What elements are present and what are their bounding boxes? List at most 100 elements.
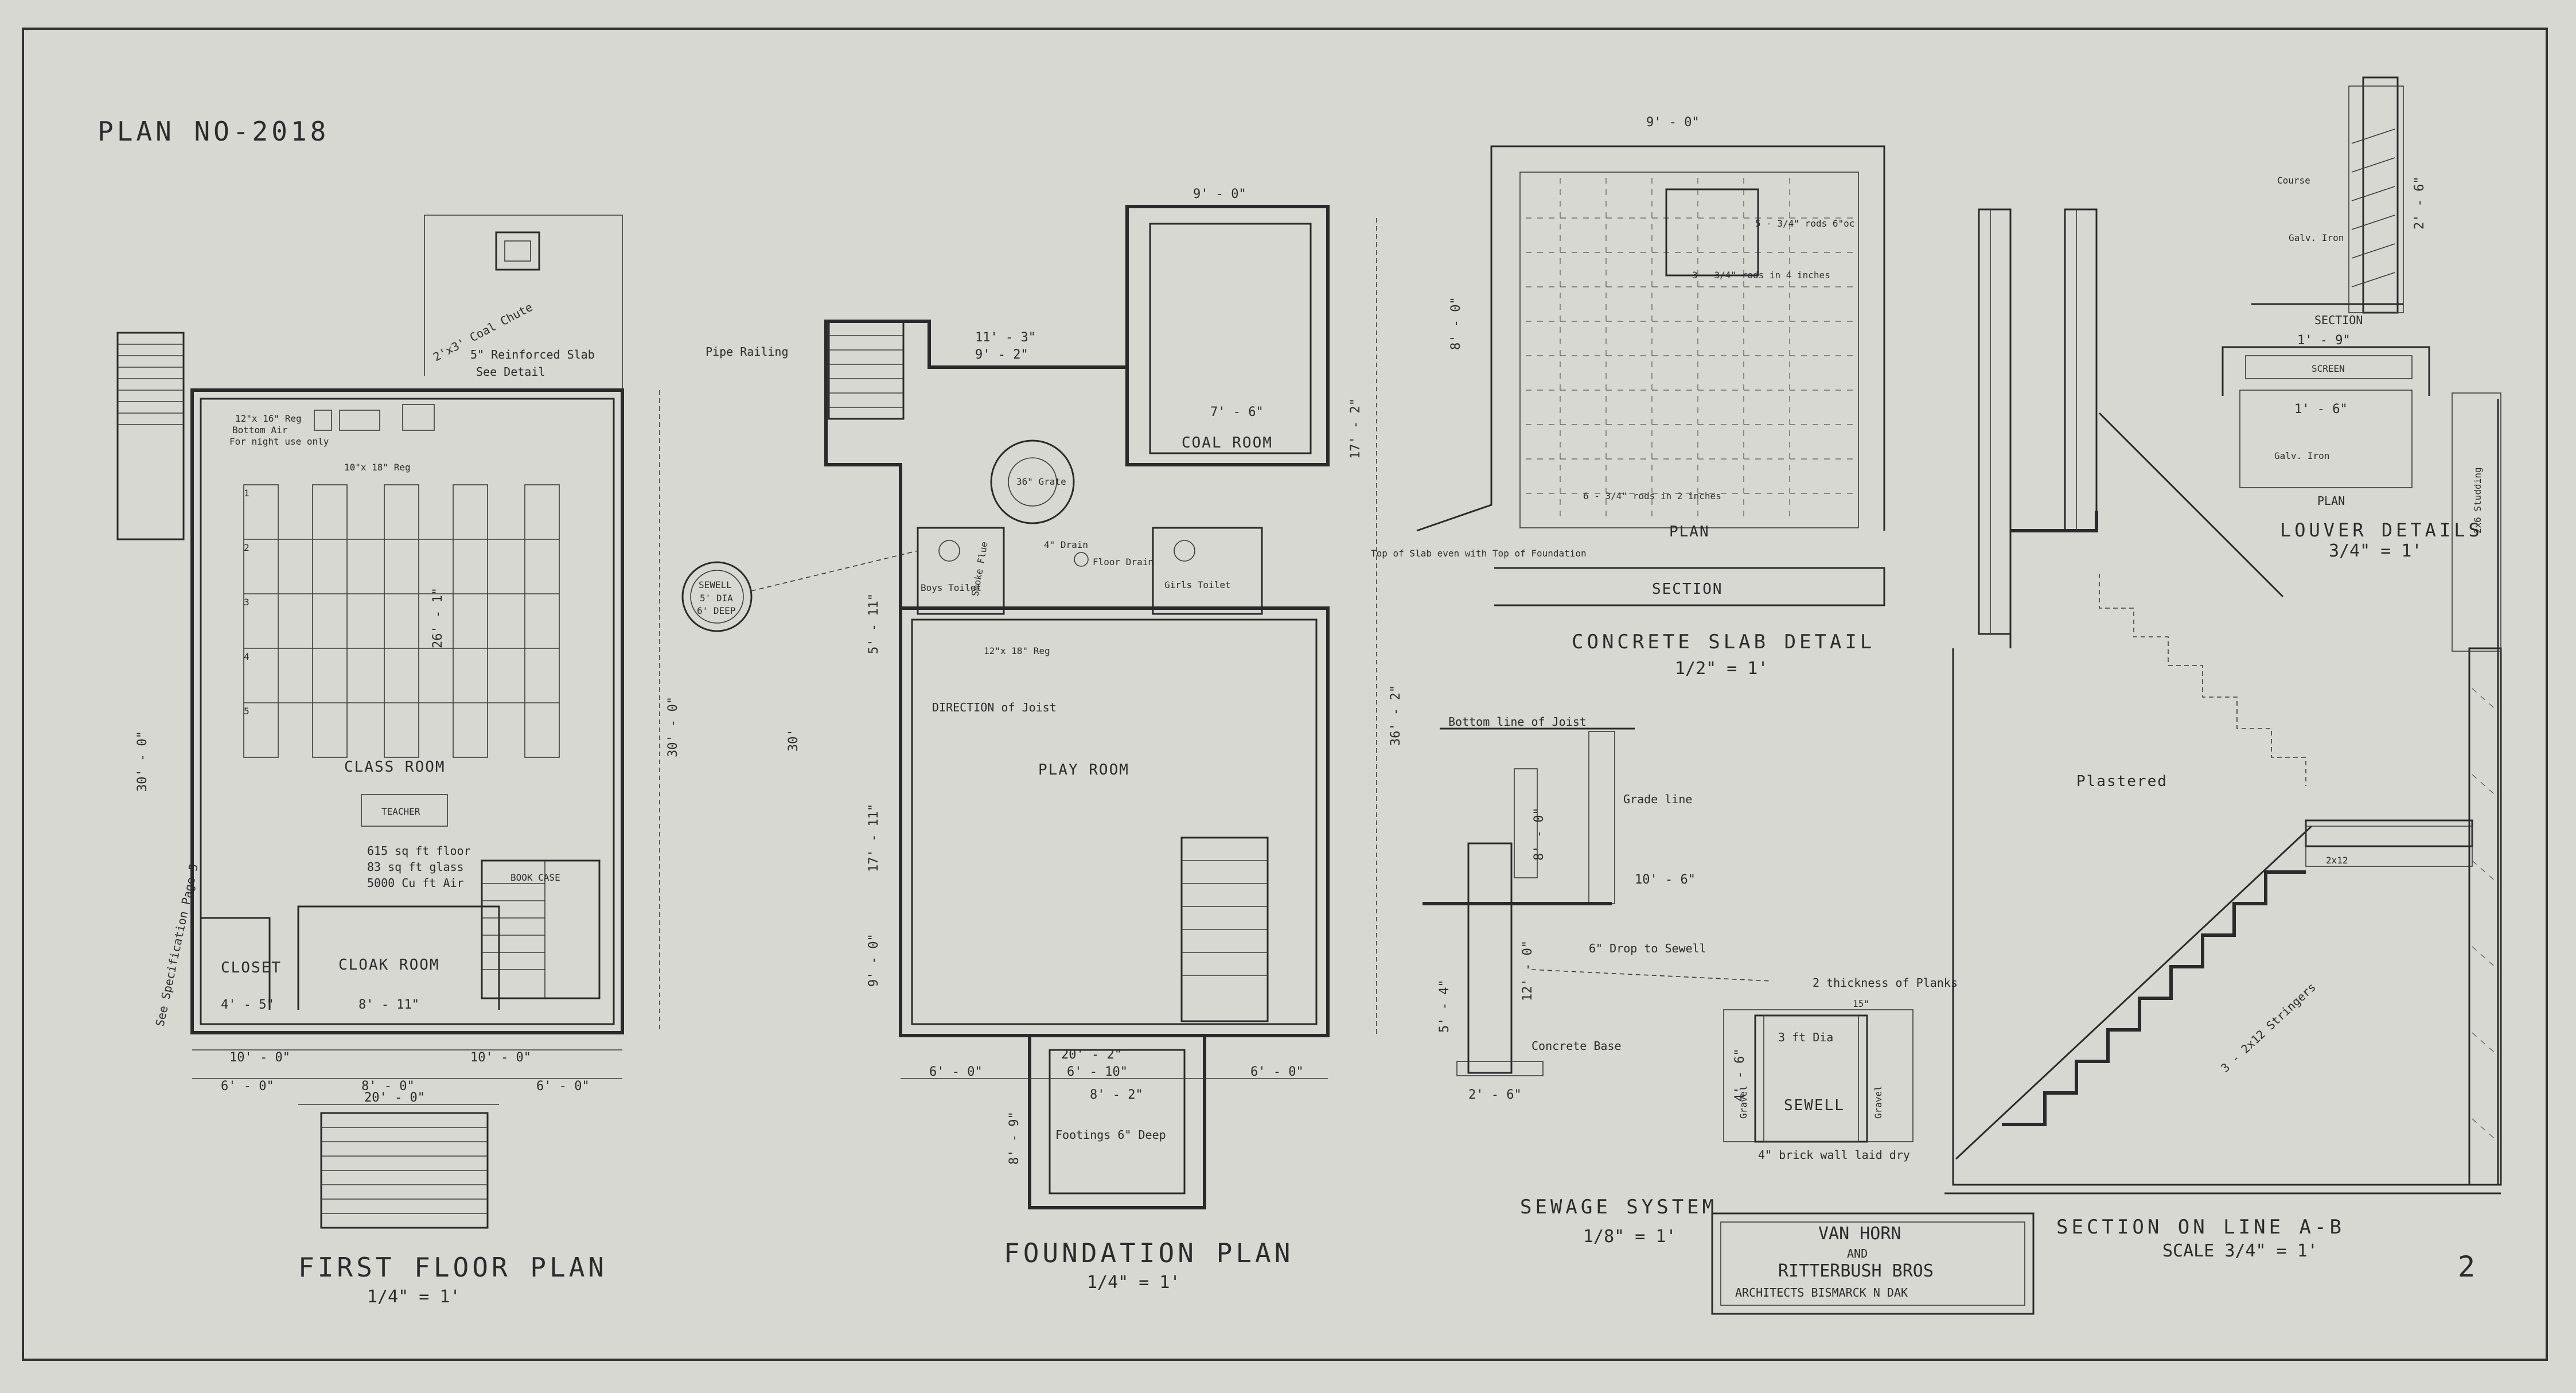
sewage-scale: 1/8" = 1' (1583, 1227, 1677, 1247)
area-line: 615 sq ft floor (367, 844, 471, 858)
dim: 1' - 9" (2297, 333, 2351, 348)
sewage-system: Bottom line of Joist Grade line 6" Drop … (1423, 715, 1958, 1247)
coal-room-wall (1125, 205, 1330, 466)
dim: 9' - 0" (1193, 187, 1246, 201)
louver-scale: 3/4" = 1' (2329, 541, 2422, 561)
reg-label: 12"x 18" Reg (984, 645, 1050, 656)
dim: 10' - 0" (470, 1050, 531, 1065)
dim: 4' - 6" (1733, 1048, 1747, 1102)
dim: 30' (786, 729, 801, 752)
class-room-label: CLASS ROOM (344, 758, 446, 776)
play-room-label: PLAY ROOM (1038, 761, 1129, 779)
interior-stair (481, 859, 601, 999)
register-2: 10"x 18" Reg (344, 462, 411, 473)
cloak-room-label: CLOAK ROOM (338, 956, 440, 974)
boys-toilet-label: Boys Toilet (921, 582, 981, 593)
louver-title: LOUVER DETAILS (2280, 519, 2483, 541)
exterior-stair (116, 332, 185, 540)
screen-label: SCREEN (2312, 363, 2345, 374)
slab-scale: 1/2" = 1' (1675, 659, 1768, 679)
book-case-label: BOOK CASE (510, 872, 560, 883)
dim: 2' - 6" (1468, 1088, 1522, 1102)
dim: 6' - 0" (1250, 1065, 1304, 1079)
drain-label: 4" Drain (1044, 539, 1088, 550)
louver-details: Course Galv. Iron 2' - 6" SECTION 1' - 9… (2222, 76, 2483, 561)
step-label: 2x12 (2326, 855, 2348, 866)
gravel-label: Gravel (1738, 1085, 1749, 1119)
dim: 10' - 0" (229, 1050, 290, 1065)
desk-number: 1 (244, 488, 250, 499)
register-1b: Bottom Air (232, 425, 288, 435)
pipe-railing-stair (828, 320, 905, 420)
foundation-scale: 1/4" = 1' (1087, 1273, 1180, 1293)
dim: 1' - 6" (2294, 402, 2348, 417)
dim: 9' - 2" (975, 348, 1028, 362)
sewell-section-label: SEWELL (1784, 1097, 1845, 1114)
dim: 7' - 6" (1210, 405, 1264, 419)
dim: 8' - 0" (1449, 297, 1463, 350)
dim: 10' - 6" (1635, 873, 1696, 887)
dim: 20' - 0" (364, 1091, 425, 1105)
dim: 36' - 2" (1389, 685, 1403, 746)
galv-label-2: Galv. Iron (2274, 450, 2329, 461)
first-floor-scale: 1/4" = 1' (367, 1287, 461, 1307)
dim: 6' - 10" (1067, 1065, 1128, 1079)
dim: 30' - 0" (666, 696, 680, 757)
title-line-2: AND (1847, 1247, 1868, 1260)
area-line: 5000 Cu ft Air (367, 876, 464, 890)
footings-note: Footings 6" Deep (1055, 1128, 1166, 1142)
dim: 20' - 2" (1061, 1048, 1122, 1062)
foundation-plan: COAL ROOM 9' - 0" 7' - 6" PLAY ROOM DIRE… (681, 187, 1403, 1293)
sewell-dia: 5' DIA (700, 593, 733, 604)
slab-note: 5" Reinforced Slab (470, 348, 595, 361)
first-floor-outer-wall (190, 388, 624, 1034)
desk-grid: 1 2 3 4 5 (243, 484, 560, 758)
sewell-tank (681, 561, 753, 632)
slab-plan-label: PLAN (1669, 523, 1710, 540)
closet-label: CLOSET (221, 959, 282, 976)
slab-title: CONCRETE SLAB DETAIL (1572, 631, 1875, 653)
slab-section-label: SECTION (1652, 581, 1723, 598)
title-line-4: ARCHITECTS BISMARCK N DAK (1735, 1286, 1908, 1299)
drop-label: 6" Drop to Sewell (1589, 941, 1706, 955)
sewage-title: SEWAGE SYSTEM (1520, 1196, 1717, 1219)
dim: 8' - 0" (1532, 807, 1546, 861)
title-line-3: RITTERBUSH BROS (1778, 1261, 1934, 1281)
studding-label: 2x6 Studding (2472, 467, 2483, 534)
dim: 6' - 0" (221, 1079, 274, 1094)
grade-line-label: Grade line (1623, 792, 1692, 806)
rods-note: 5 - 3/4" rods 6"oc (1755, 218, 1854, 229)
dim: 8' - 9" (1007, 1111, 1022, 1165)
dim: 8' - 11" (358, 998, 419, 1012)
rods-note: 3 - 3/4" rods in 4 inches (1692, 270, 1830, 281)
galv-label: Galv. Iron (2289, 232, 2344, 243)
teacher-desk (361, 794, 448, 827)
section-ab-scale: SCALE 3/4" = 1' (2162, 1241, 2318, 1261)
gravel-label: Gravel (1873, 1085, 1884, 1119)
title-line-1: VAN HORN (1818, 1224, 1901, 1244)
slab-note-2: See Detail (476, 365, 545, 379)
dim: 6' - 0" (536, 1079, 590, 1094)
dim: 30' - 0" (135, 731, 150, 792)
slab-opening (1665, 188, 1759, 277)
dim: 12' - 0" (1521, 940, 1535, 1001)
rods-note: 6 - 3/4" rods in 2 inches (1583, 491, 1721, 501)
brick-label: 4" brick wall laid dry (1758, 1148, 1910, 1162)
direction-joist-label: DIRECTION of Joist (932, 701, 1057, 714)
entry-pit (1028, 1034, 1206, 1209)
slab-note-line: Top of Slab even with Top of Foundation (1371, 548, 1587, 559)
desk-number: 2 (244, 542, 250, 553)
dim: 9' - 0" (867, 933, 881, 987)
sewell-label: SEWELL (699, 579, 732, 590)
planks-label: 2 thickness of Planks (1813, 976, 1958, 990)
dim: 5' - 11" (867, 593, 881, 654)
girls-toilet (1152, 527, 1263, 615)
dim: 11' - 3" (975, 330, 1036, 345)
bottom-line-label: Bottom line of Joist (1448, 715, 1587, 729)
dim: 5' - 4" (1437, 979, 1452, 1033)
desk-number: 3 (244, 597, 250, 608)
dim: 15" (1853, 998, 1869, 1009)
floor-drain-label: Floor Drain (1093, 557, 1153, 567)
dim: 8' - 2" (1090, 1088, 1143, 1102)
